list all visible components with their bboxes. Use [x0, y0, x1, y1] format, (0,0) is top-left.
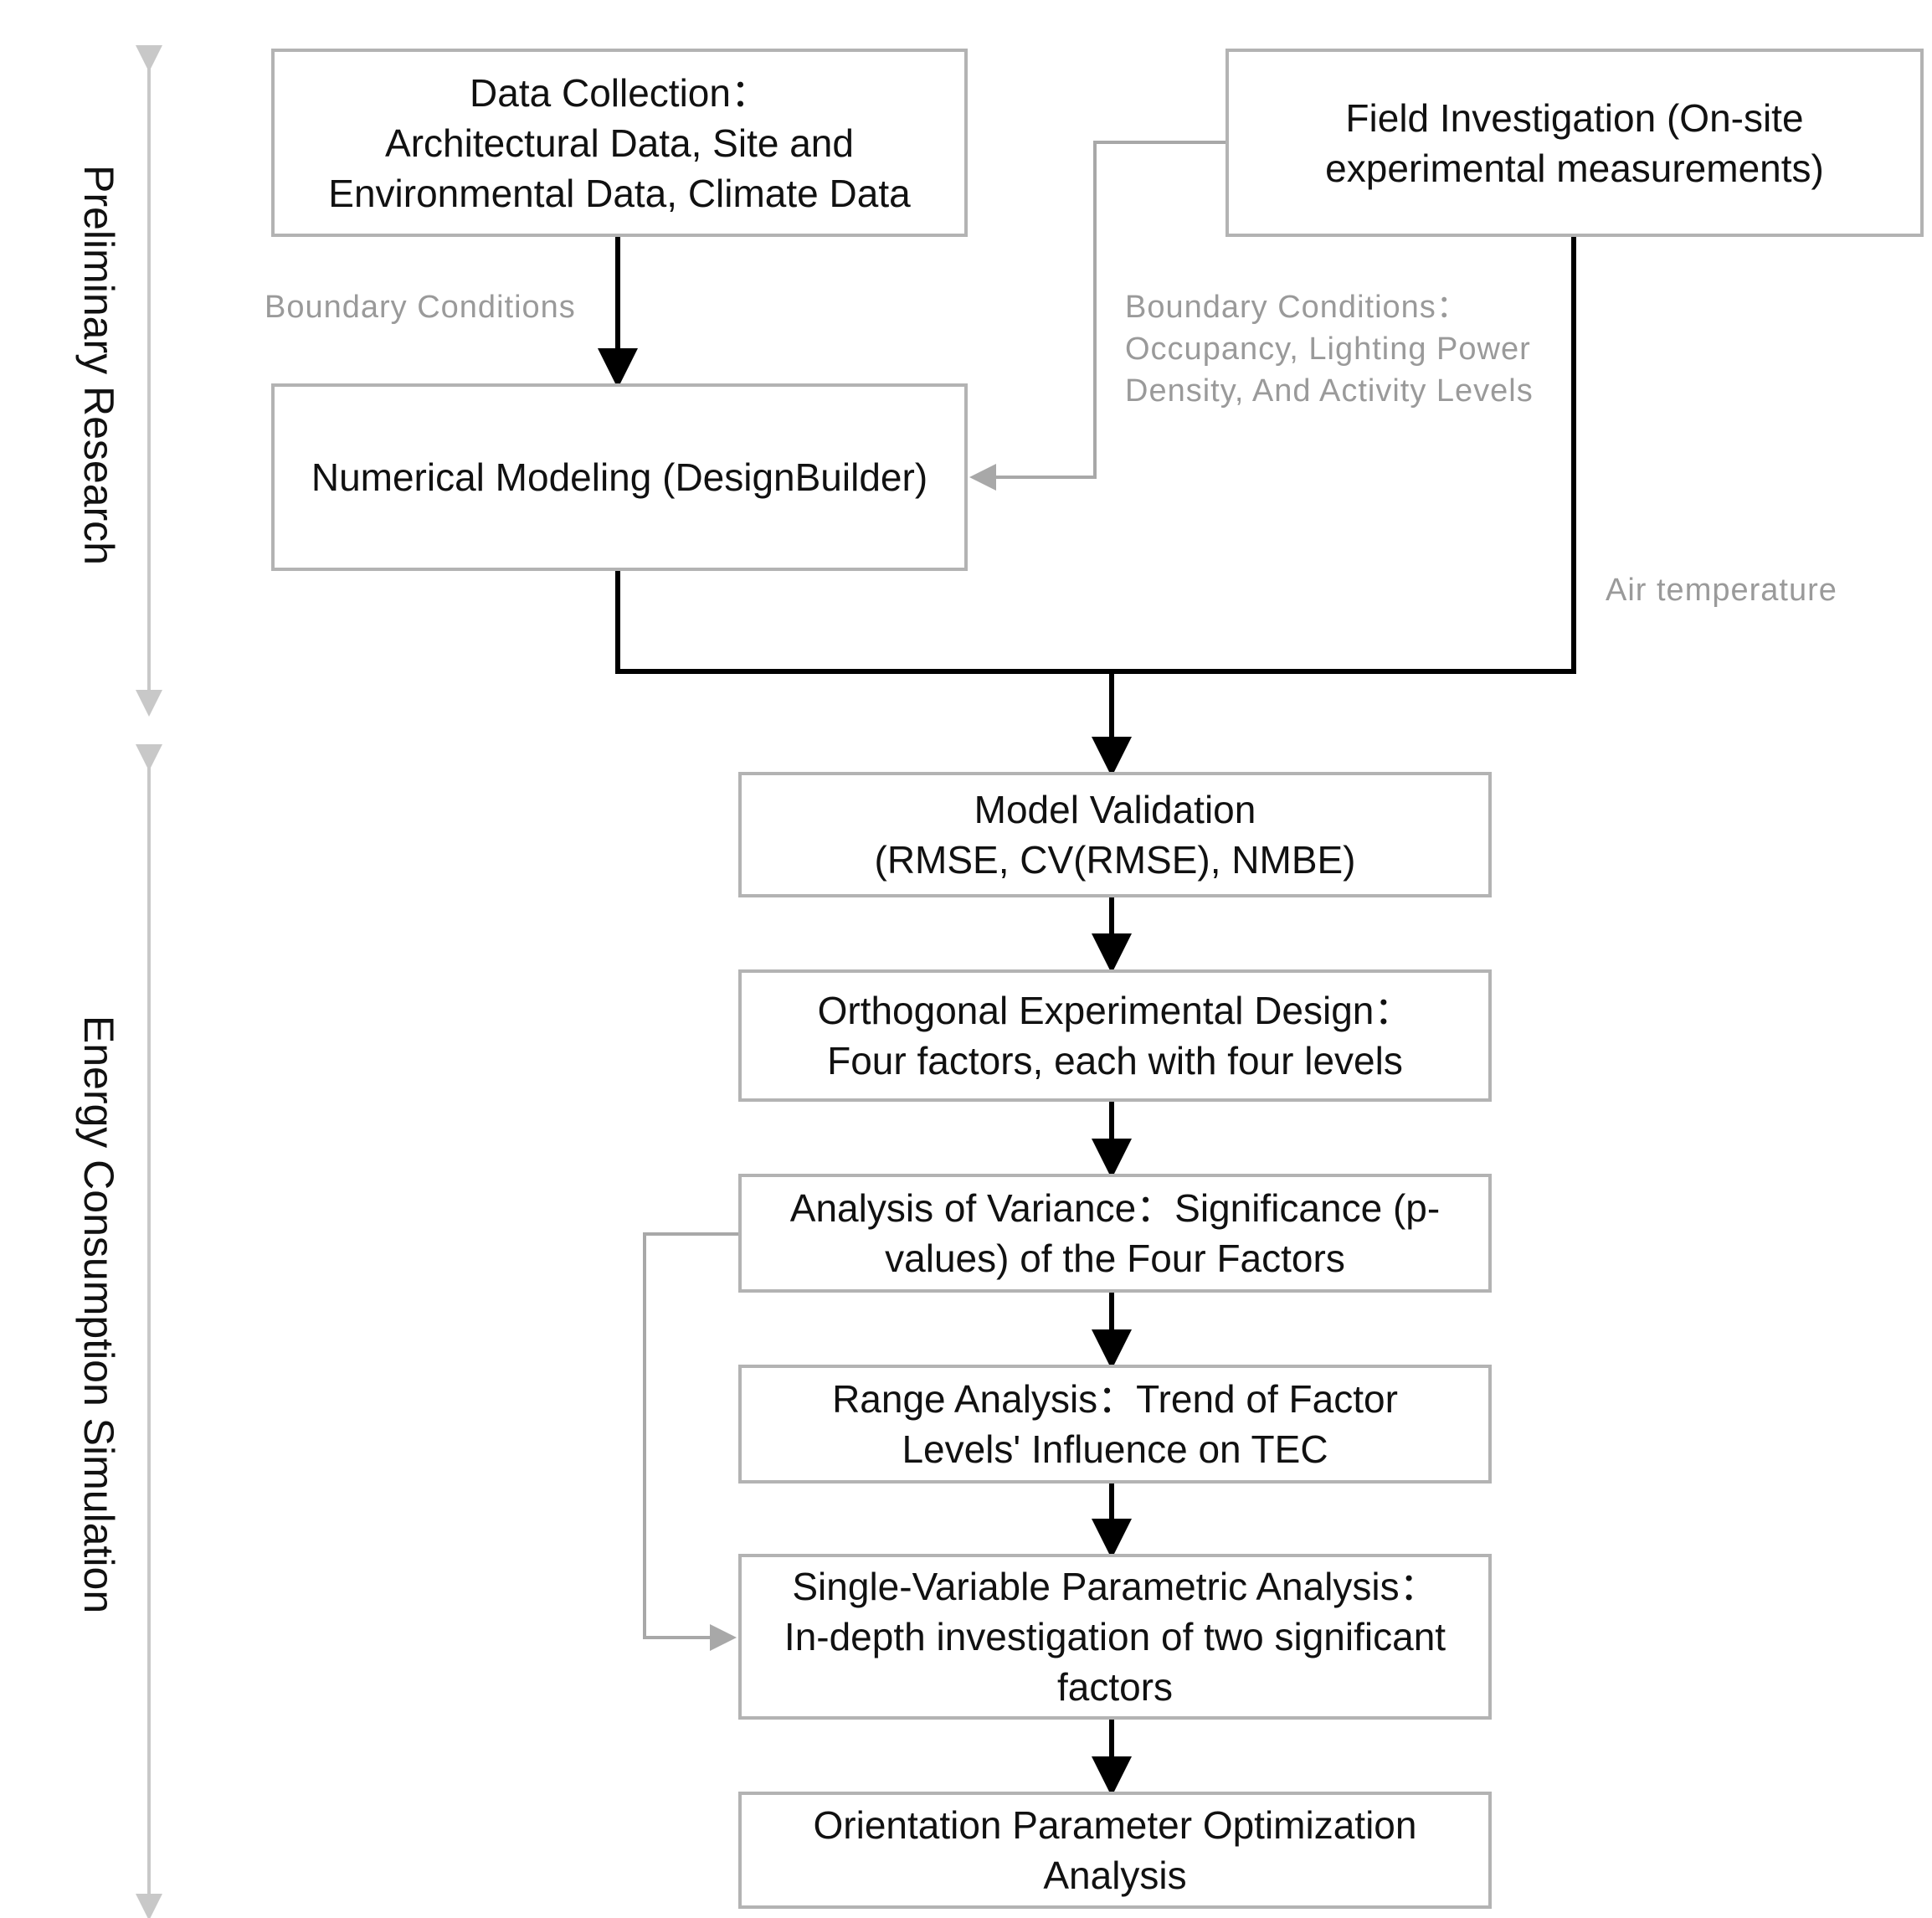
data-collection-box: Data Collection： Architectural Data, Sit…: [271, 49, 968, 237]
single-variable-line-1: Single-Variable Parametric Analysis：: [792, 1565, 1438, 1608]
line-modeling-down: [615, 571, 1112, 674]
anova-box: Analysis of Variance：Significance (p- va…: [738, 1174, 1492, 1293]
range-analysis-line-2: Levels' Influence on TEC: [902, 1427, 1328, 1471]
label-boundary-field-line-3: Density, And Activity Levels: [1125, 373, 1534, 409]
orientation-optimization-line-1: Orientation Parameter Optimization: [813, 1803, 1417, 1847]
single-variable-box: Single-Variable Parametric Analysis： In-…: [738, 1554, 1492, 1720]
label-boundary-field-line-2: Occupancy, Lighting Power: [1125, 332, 1531, 367]
range-analysis-box: Range Analysis：Trend of Factor Levels' I…: [738, 1365, 1492, 1483]
label-air-temperature: Air temperature: [1606, 573, 1837, 608]
field-investigation-line-2: experimental measurements): [1325, 146, 1824, 190]
field-investigation-box: Field Investigation (On-site experimenta…: [1225, 49, 1924, 237]
model-validation-box: Model Validation (RMSE, CV(RMSE), NMBE): [738, 772, 1492, 897]
orthogonal-design-line-2: Four factors, each with four levels: [827, 1039, 1403, 1082]
model-validation-line-2: (RMSE, CV(RMSE), NMBE): [874, 838, 1356, 882]
orthogonal-design-box: Orthogonal Experimental Design： Four fac…: [738, 969, 1492, 1102]
anova-line-1: Analysis of Variance：Significance (p-: [789, 1186, 1441, 1230]
anova-line-2: values) of the Four Factors: [885, 1237, 1345, 1280]
label-boundary-field-line-1: Boundary Conditions：: [1125, 290, 1469, 325]
data-collection-line-3: Environmental Data, Climate Data: [328, 171, 911, 215]
orthogonal-design-line-1: Orthogonal Experimental Design：: [817, 989, 1413, 1032]
range-analysis-line-1: Range Analysis：Trend of Factor: [832, 1377, 1398, 1421]
arrow-anova-to-single: [643, 1232, 738, 1651]
data-collection-line-1: Data Collection：: [470, 70, 769, 115]
single-variable-line-3: factors: [1056, 1665, 1174, 1709]
numerical-modeling-box: Numerical Modeling (DesignBuilder): [271, 383, 968, 571]
label-boundary-conditions: Boundary Conditions: [265, 290, 576, 325]
arrow-field-to-modeling: [969, 141, 1225, 491]
numerical-modeling-line-1: Numerical Modeling (DesignBuilder): [311, 455, 928, 499]
section-label-preliminary: Preliminary Research: [75, 165, 122, 565]
model-validation-line-1: Model Validation: [974, 788, 1256, 831]
orientation-optimization-box: Orientation Parameter Optimization Analy…: [738, 1792, 1492, 1909]
orientation-optimization-line-2: Analysis: [1043, 1854, 1187, 1897]
data-collection-line-2: Architectural Data, Site and: [385, 121, 854, 165]
section-label-simulation: Energy Consumption Simulation: [75, 1015, 122, 1614]
field-investigation-line-1: Field Investigation (On-site: [1345, 95, 1804, 140]
single-variable-line-2: In-depth investigation of two significan…: [784, 1615, 1446, 1658]
line-field-down: [1112, 237, 1576, 674]
label-boundary-conditions-field: Boundary Conditions： Occupancy, Lighting…: [1125, 286, 1534, 412]
